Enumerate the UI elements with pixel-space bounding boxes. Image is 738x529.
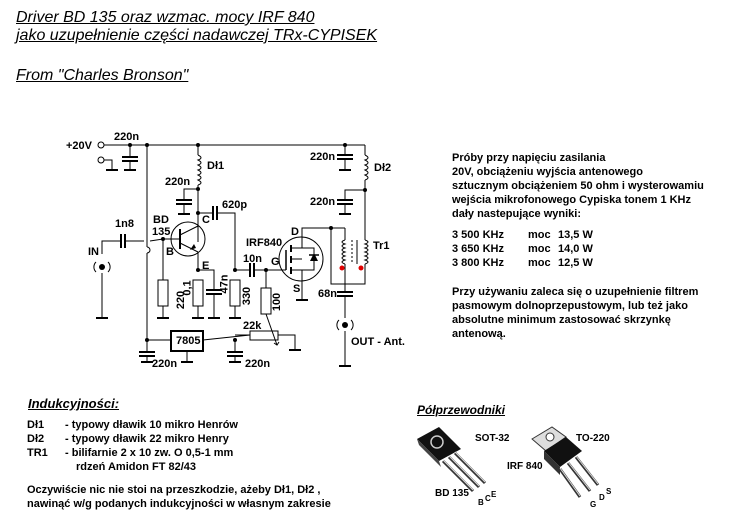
label-cap: 220n: [165, 176, 191, 188]
bd135-label: BD 135: [435, 488, 469, 499]
label-pin: G: [271, 256, 280, 268]
irf840-label: IRF 840: [507, 461, 543, 472]
sot32-label: SOT-32: [475, 433, 510, 444]
results-note: Przy używaniu zaleca się o uzupełnienie …: [452, 286, 699, 340]
results-intro: Próby przy napięciu zasilania 20V, obcią…: [452, 152, 704, 220]
winding-dot: [358, 265, 364, 271]
label-dl1: Dł1: [207, 160, 225, 172]
label-pin: S: [293, 283, 301, 295]
semiconductors-heading: Półprzewodniki: [417, 403, 506, 417]
label-pin: C: [202, 214, 210, 226]
supply-terminal: [97, 141, 105, 149]
inductors-heading: Indukcyjności:: [28, 396, 120, 411]
label-cap: 220n: [152, 358, 178, 370]
label-cap: 10n: [243, 253, 262, 265]
pin-label: C: [485, 494, 491, 503]
inductors-list: Dł1- typowy dławik 10 mikro Henrów Dł2- …: [27, 418, 238, 474]
to220-package-icon: [531, 426, 600, 498]
inductors-footer: Oczywiście nic nie stoi na przeszkodzie,…: [27, 484, 331, 510]
label-pin: E: [202, 260, 210, 272]
label-cap: 620p: [222, 199, 248, 211]
label-supply: +20V: [66, 140, 92, 152]
ground-terminal: [97, 156, 105, 164]
inductor-item: rdzeń Amidon FT 82/43: [76, 461, 197, 473]
label-pin: D: [291, 226, 299, 238]
inductor-item: Dł2- typowy dławik 22 mikro Henry: [27, 433, 229, 445]
pin-label: G: [590, 500, 597, 509]
label-mosfet: IRF840: [246, 237, 283, 249]
label-cap: 47n: [218, 274, 231, 294]
inductor-item: TR1- bilifarnie 2 x 10 zw. O 0,5-1 mm: [27, 447, 234, 459]
label-cap: 1n8: [115, 218, 134, 230]
label-cap: 220n: [310, 151, 336, 163]
title-line-2: jako uzupełnienie części nadawczej TRx-C…: [16, 27, 378, 44]
pin-label: E: [491, 490, 497, 499]
label-transformer: Tr1: [373, 240, 390, 252]
label-pin: B: [166, 246, 174, 258]
pin-label: B: [478, 498, 484, 507]
label-resistor: 330: [241, 286, 254, 306]
sot32-package-icon: [417, 427, 487, 493]
label-pot: 22k: [243, 320, 262, 332]
title-line-1: Driver BD 135 oraz wzmac. mocy IRF 840: [16, 9, 315, 26]
label-cap: 220n: [310, 196, 336, 208]
pin-label: D: [599, 493, 605, 502]
label-output: OUT - Ant.: [351, 336, 405, 348]
label-transistor: BD: [153, 214, 169, 226]
label-cap: 68n: [318, 288, 337, 300]
label-input: IN: [88, 246, 99, 258]
inductor-item: Dł1- typowy dławik 10 mikro Henrów: [27, 419, 238, 431]
label-transistor: 135: [152, 226, 171, 238]
pin-label: S: [606, 487, 612, 496]
label-cap: 220n: [114, 131, 140, 143]
label-dl2: Dł2: [374, 162, 392, 174]
author-line: From "Charles Bronson": [16, 67, 189, 84]
label-regulator: 7805: [176, 335, 201, 347]
label-resistor: 0,1: [181, 280, 194, 296]
winding-dot: [339, 265, 345, 271]
label-resistor: 100: [271, 292, 284, 312]
to220-label: TO-220: [576, 433, 610, 444]
label-cap: 220n: [245, 358, 271, 370]
